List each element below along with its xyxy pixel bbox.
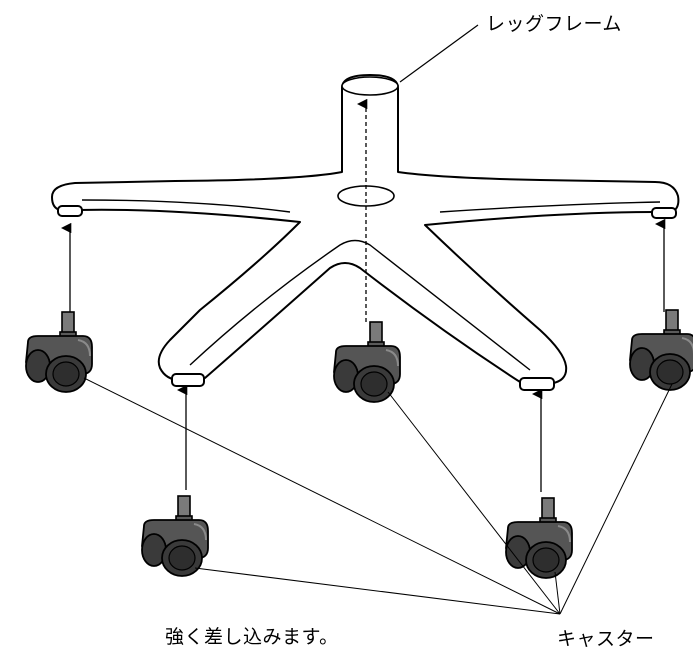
leg-frame bbox=[51, 74, 680, 391]
leg-frame-leader-line bbox=[399, 24, 479, 83]
caster-right bbox=[629, 309, 693, 391]
caster-left bbox=[25, 311, 93, 393]
caster-center bbox=[333, 321, 401, 403]
caster-front-left bbox=[141, 495, 209, 577]
insert-firmly-label: 強く差し込みます。 bbox=[165, 626, 339, 648]
caster-front-right bbox=[505, 497, 573, 579]
caster-label: キャスター bbox=[557, 628, 655, 650]
caster-leader-lines bbox=[83, 377, 673, 615]
leg-frame-label: レッグフレーム bbox=[486, 13, 622, 35]
